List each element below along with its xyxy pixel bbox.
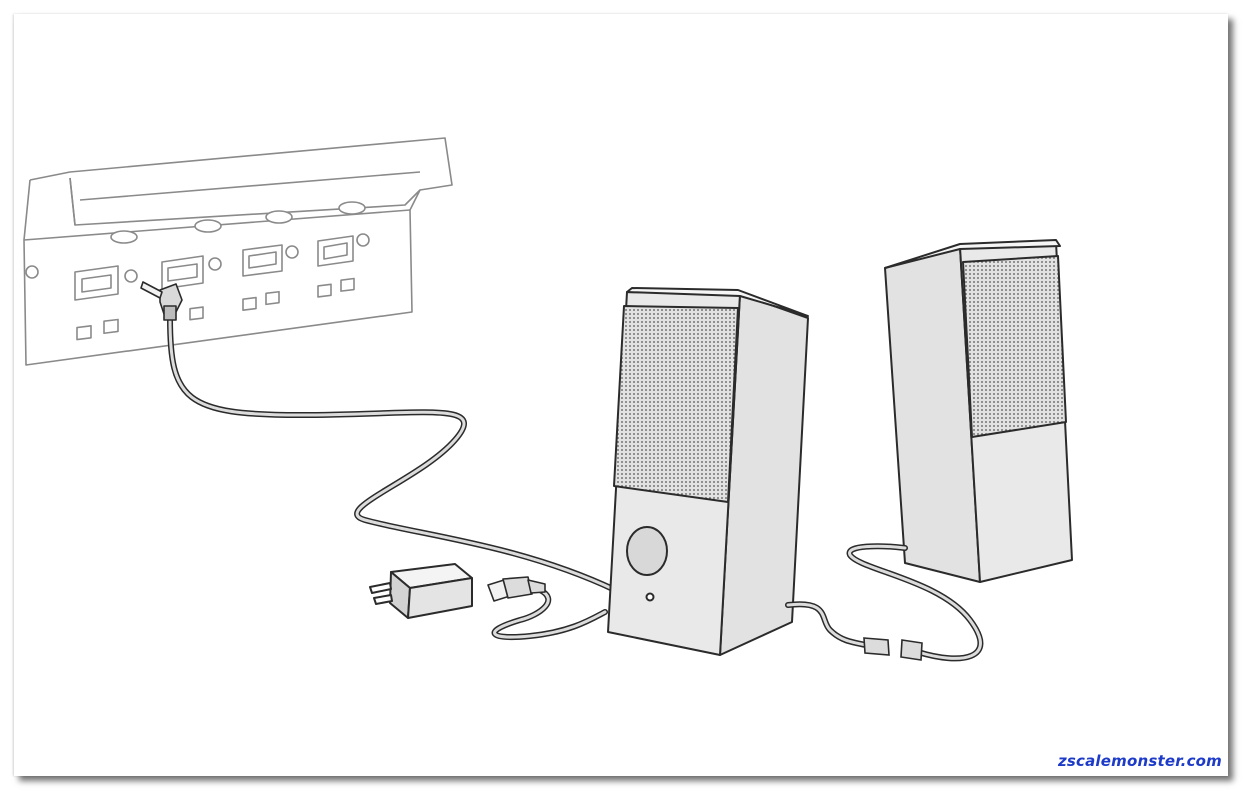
main-speaker [607,287,809,656]
power-cable [491,587,608,641]
rj-connectors [863,637,923,661]
watermark-text: zscalemonster.com [1057,752,1222,770]
monitor-base-hub [23,137,453,366]
usb-plug [487,576,546,602]
speaker-link-cable [785,543,984,662]
audio-plug [140,281,183,321]
audio-cable [167,315,618,593]
satellite-speaker [884,239,1073,583]
power-adapter [369,563,473,619]
